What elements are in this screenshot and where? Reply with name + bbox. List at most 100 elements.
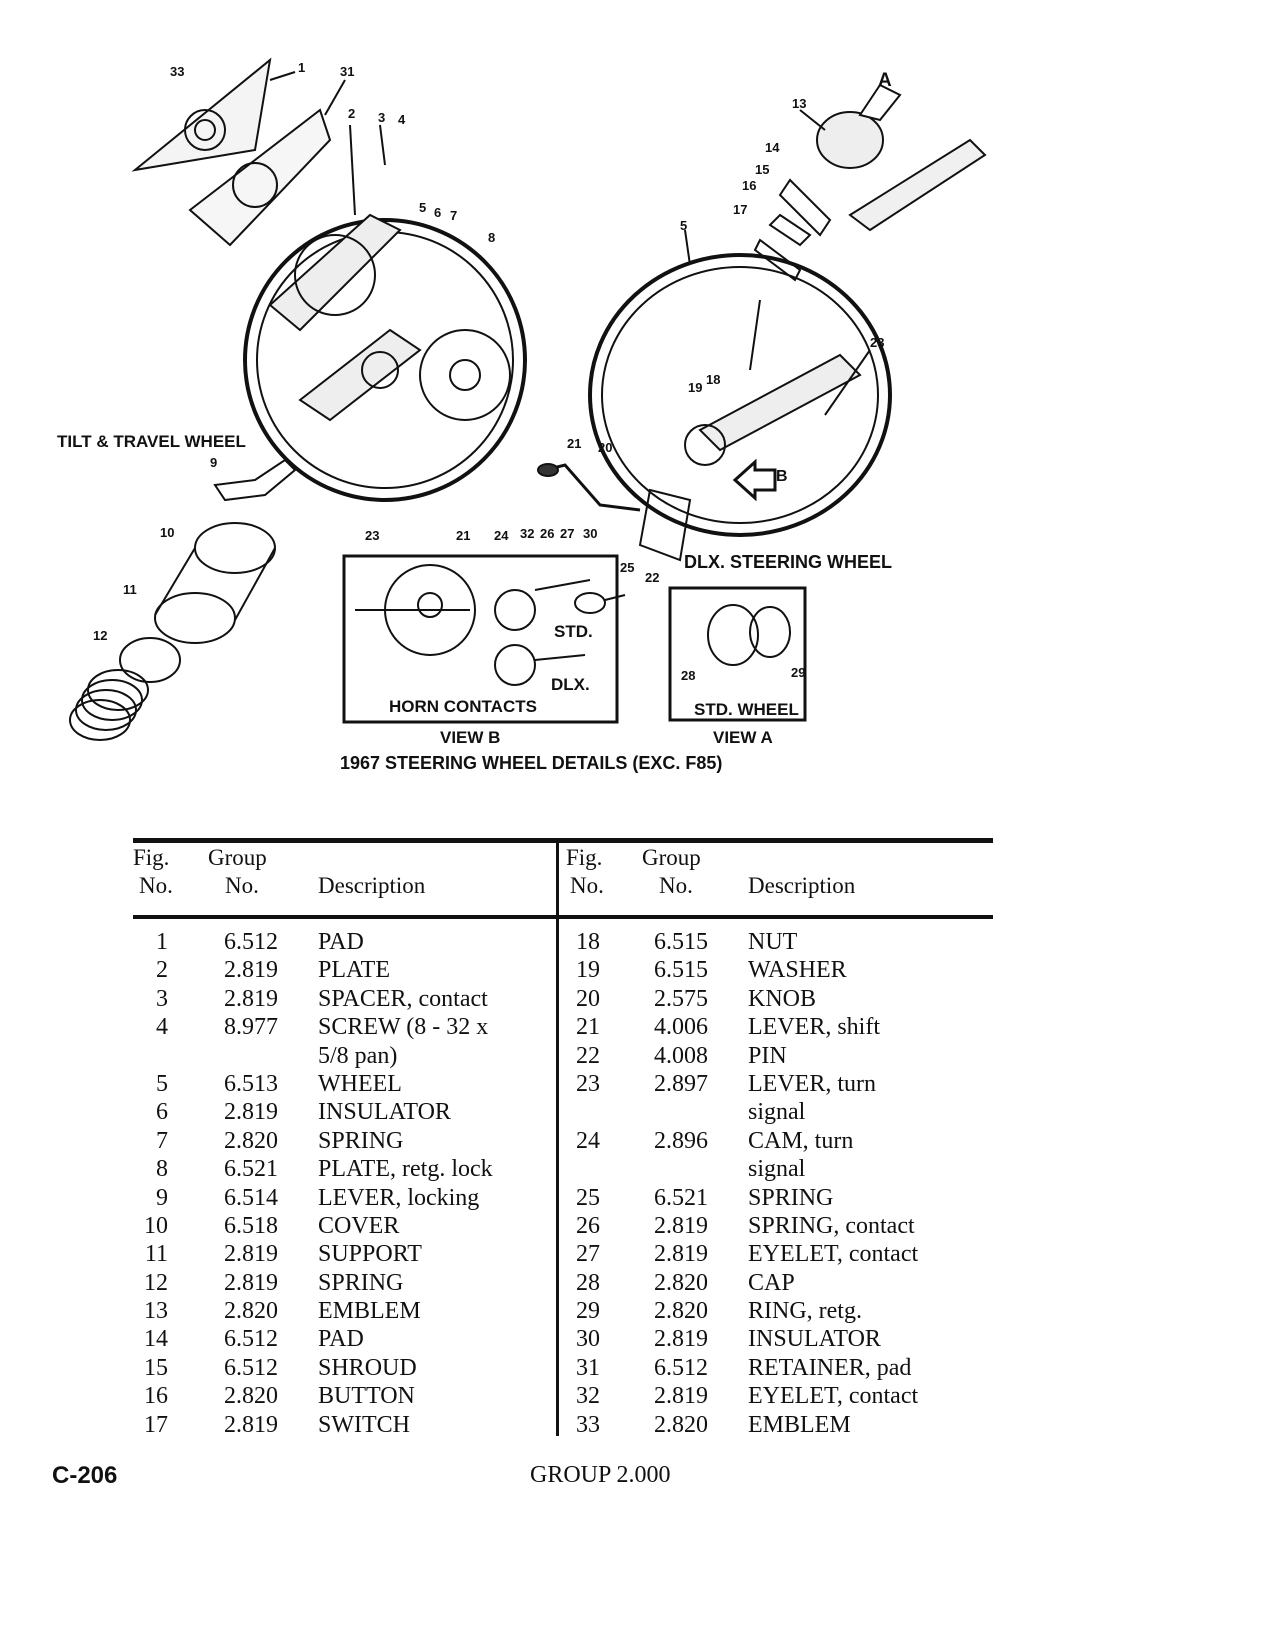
table-cell-desc: SUPPORT	[318, 1241, 422, 1268]
steering-wheel-illustration	[69, 57, 987, 741]
table-cell-group: 2.819	[654, 1326, 708, 1353]
table-cell-desc: signal	[748, 1099, 806, 1126]
table-cell-group: 2.820	[654, 1298, 708, 1325]
callout-12: 12	[93, 628, 108, 643]
table-cell-desc: WASHER	[748, 957, 847, 984]
table-cell-fig: 6	[156, 1099, 168, 1126]
table-cell-group: 2.575	[654, 985, 708, 1012]
callout-6: 6	[434, 205, 442, 220]
table-cell-group: 2.819	[224, 1269, 278, 1296]
table-cell-group: 2.819	[224, 1099, 278, 1126]
table-cell-desc: PLATE	[318, 957, 390, 984]
table-cell-desc: EMBLEM	[748, 1411, 851, 1438]
table-cell-group: 6.512	[224, 929, 278, 955]
table-cell-desc: EYELET, contact	[748, 1383, 919, 1410]
header-desc-left: Description	[318, 873, 426, 898]
table-cell-desc: LEVER, turn	[748, 1070, 876, 1097]
callout-14: 14	[765, 140, 780, 155]
table-cell-fig: 12	[144, 1269, 168, 1296]
table-cell-group: 6.512	[224, 1326, 278, 1353]
table-cell-fig	[560, 1155, 600, 1183]
table-cell-fig	[560, 1098, 600, 1126]
table-cell-desc: SPACER, contact	[318, 985, 488, 1012]
table-cell-group: 2.819	[224, 1411, 278, 1438]
table-cell-group: 2.820	[654, 1269, 708, 1296]
callout-29: 29	[791, 665, 806, 680]
table-cell-desc: RING, retg.	[748, 1298, 862, 1325]
dlx-label: DLX.	[551, 675, 590, 694]
table-cell-group: 6.514	[224, 1184, 278, 1211]
table-cell-group	[188, 1042, 278, 1070]
table-cell-desc: PAD	[318, 1326, 364, 1353]
table-cell-desc: LEVER, locking	[318, 1184, 480, 1211]
table-cell-group: 4.008	[654, 1042, 708, 1069]
table-cell-desc: CAP	[748, 1269, 795, 1296]
table-cell-group: 6.513	[224, 1070, 278, 1097]
table-cell-desc: signal	[748, 1156, 806, 1183]
callout-23: 23	[870, 335, 885, 350]
table-cell-group: 2.819	[224, 1241, 278, 1268]
table-cell-desc: PIN	[748, 1042, 787, 1069]
table-cell-group: 8.977	[224, 1014, 278, 1041]
callout-21b: 21	[456, 528, 471, 543]
table-cell-fig: 30	[576, 1326, 600, 1353]
page-number: C-206	[52, 1462, 118, 1489]
callout-7: 7	[450, 208, 458, 223]
table-cell-desc: PLATE, retg. lock	[318, 1156, 493, 1183]
table-cell-fig: 19	[576, 957, 600, 984]
callout-31: 31	[340, 64, 355, 79]
callout-28: 28	[681, 668, 696, 683]
table-cell-desc: COVER	[318, 1212, 400, 1239]
callout-1: 1	[298, 60, 306, 75]
table-cell-group: 2.896	[654, 1127, 708, 1154]
table-top-rule	[133, 838, 993, 843]
table-cell-group: 6.515	[654, 957, 708, 984]
callout-32: 32	[520, 526, 535, 541]
table-cell-group: 6.521	[224, 1156, 278, 1183]
table-cell-group: 4.006	[654, 1014, 708, 1041]
table-cell-fig: 14	[144, 1326, 168, 1353]
table-cell-group: 2.819	[654, 1241, 708, 1268]
table-cell-fig: 13	[144, 1298, 168, 1325]
table-cell-desc: SPRING	[748, 1184, 834, 1211]
table-cell-group: 2.819	[654, 1383, 708, 1410]
table-cell-desc: SPRING, contact	[748, 1212, 915, 1239]
callout-5b: 5	[680, 218, 688, 233]
callout-19: 19	[688, 380, 703, 395]
callout-30: 30	[583, 526, 598, 541]
table-cell-group: 6.521	[654, 1184, 708, 1211]
table-cell-group: 6.515	[654, 929, 708, 955]
callout-10: 10	[160, 525, 175, 540]
callout-3: 3	[378, 110, 386, 125]
table-cell-fig: 28	[576, 1269, 600, 1296]
callout-21: 21	[567, 436, 582, 451]
table-cell-desc: EMBLEM	[318, 1298, 421, 1325]
table-cell-fig: 5	[156, 1070, 168, 1097]
callout-27: 27	[560, 526, 575, 541]
table-cell-fig: 10	[144, 1212, 168, 1239]
table-cell-fig: 15	[144, 1354, 168, 1381]
header-fig-left: Fig. No.	[133, 845, 173, 898]
table-column-divider	[556, 843, 559, 1436]
table-cell-group: 2.820	[224, 1127, 278, 1154]
table-header-rule	[133, 915, 993, 919]
table-cell-group: 2.819	[224, 985, 278, 1012]
table-cell-fig: 3	[156, 985, 168, 1012]
table-cell-fig: 20	[576, 985, 600, 1012]
table-cell-group: 2.819	[224, 957, 278, 984]
callout-18: 18	[706, 372, 721, 387]
table-cell-desc: SCREW (8 - 32 x	[318, 1014, 489, 1041]
callout-5: 5	[419, 200, 427, 215]
header-group-right: Group No.	[642, 845, 701, 898]
table-cell-fig: 17	[144, 1411, 168, 1438]
table-cell-fig: 27	[576, 1241, 600, 1268]
table-cell-desc: SPRING	[318, 1269, 404, 1296]
table-cell-fig: 23	[576, 1070, 600, 1097]
table-cell-desc: WHEEL	[318, 1070, 402, 1097]
dlx-steering-wheel-label: DLX. STEERING WHEEL	[684, 552, 893, 572]
table-cell-desc: NUT	[748, 929, 798, 955]
callout-33: 33	[170, 64, 185, 79]
table-cell-fig: 11	[144, 1241, 168, 1268]
